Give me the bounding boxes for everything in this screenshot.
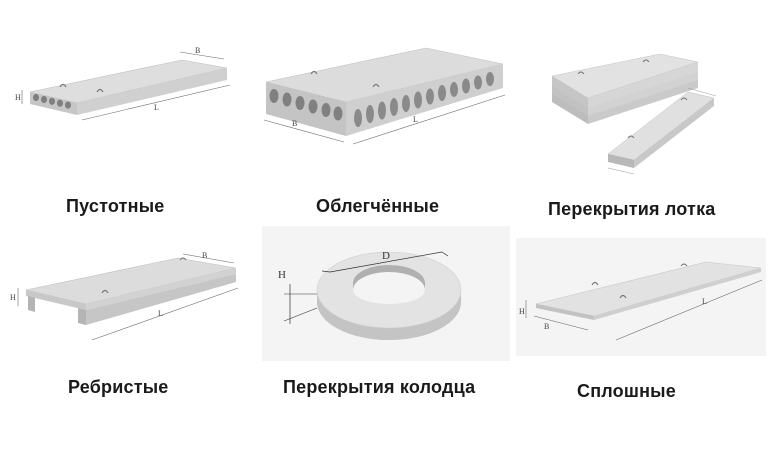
hollow-core-slab-icon: H B L: [15, 46, 231, 121]
caption-hollow-core: Пустотные: [66, 196, 165, 216]
dim-l-label: L: [702, 297, 707, 306]
lightweight-slab-illustration: B L: [258, 40, 510, 155]
caption-lightweight: Облегчённые: [316, 196, 440, 216]
tray-slab-stack-illustration: [548, 52, 728, 177]
ribbed-slab-icon: H B L: [10, 251, 239, 341]
dim-l-label: L: [158, 309, 163, 318]
dim-d-label: D: [382, 250, 390, 262]
caption-ribbed: Ребристые: [68, 377, 169, 397]
ribbed-slab-illustration: H B L: [8, 250, 240, 345]
caption-tray-slab: Перекрытия лотка: [548, 199, 716, 219]
dim-b-label: B: [292, 119, 297, 128]
dim-b-label: B: [544, 322, 549, 331]
lightweight-slab-icon: B L: [263, 47, 506, 145]
solid-slab-icon: H B L: [519, 261, 763, 341]
well-ring-slab-illustration: D H: [262, 226, 510, 361]
caption-well-slab: Перекрытия колодца: [283, 377, 476, 397]
caption-solid: Сплошные: [577, 381, 676, 401]
dim-h-label: H: [278, 269, 286, 281]
solid-slab-illustration: H B L: [516, 238, 766, 356]
dim-h-label: H: [519, 307, 525, 316]
dim-b-label: B: [202, 251, 207, 260]
dim-l-label: L: [413, 115, 418, 124]
dim-l-label: L: [154, 103, 159, 112]
dim-h-label: H: [15, 93, 21, 102]
dim-h-label: H: [10, 293, 16, 302]
dim-b-label: B: [195, 46, 200, 55]
tray-slab-stack-icon: [551, 53, 717, 175]
well-ring-slab-icon: D H: [278, 250, 462, 340]
hollow-core-slab-illustration: H B L: [12, 40, 237, 145]
